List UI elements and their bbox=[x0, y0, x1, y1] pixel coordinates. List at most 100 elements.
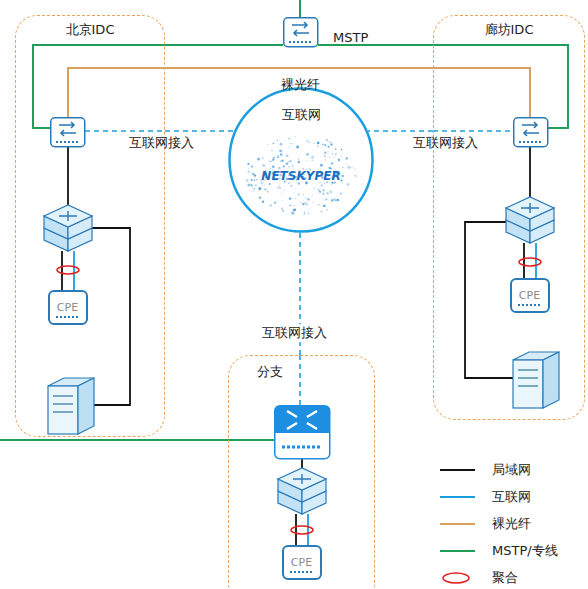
internet-link bbox=[368, 130, 433, 132]
globe-dot bbox=[286, 154, 289, 157]
globe-dot bbox=[285, 164, 287, 166]
globe-dot bbox=[253, 191, 254, 192]
globe-dot bbox=[272, 166, 275, 169]
lan-wires bbox=[67, 147, 69, 205]
globe-dot bbox=[259, 196, 261, 198]
globe-dot bbox=[273, 157, 275, 159]
globe-dot bbox=[340, 192, 342, 194]
globe-dot bbox=[338, 159, 341, 162]
globe-dot bbox=[255, 185, 257, 187]
globe-dot bbox=[252, 173, 254, 175]
globe-dot bbox=[292, 165, 294, 167]
legend-line bbox=[440, 496, 475, 498]
legend-label: 互联网 bbox=[492, 485, 531, 509]
globe-dot bbox=[288, 138, 290, 140]
lan-wires bbox=[295, 514, 297, 545]
globe-dot bbox=[321, 184, 324, 187]
globe-dot bbox=[332, 153, 333, 154]
internet-cloud: 互联网NETSKYPER bbox=[228, 87, 374, 233]
legend-label: 局域网 bbox=[492, 458, 531, 482]
globe-dot bbox=[295, 198, 297, 200]
globe-dot bbox=[294, 213, 296, 215]
globe-dot bbox=[306, 198, 307, 199]
globe-dot bbox=[341, 154, 343, 156]
globe-dot bbox=[333, 155, 335, 157]
mstp-wires bbox=[0, 0, 568, 440]
server-symbol bbox=[513, 352, 559, 408]
globe-dot bbox=[249, 184, 251, 186]
globe-dot bbox=[263, 184, 265, 186]
internet-wires bbox=[85, 131, 513, 405]
globe-dot bbox=[307, 198, 309, 200]
legend: 局域网互联网裸光纤 MSTP/专线聚合 bbox=[438, 458, 586, 589]
globe-dot bbox=[298, 161, 301, 164]
globe-dot bbox=[342, 167, 344, 169]
globe-dot bbox=[277, 140, 278, 141]
device-label: CPE bbox=[512, 289, 548, 302]
globe-dot bbox=[351, 167, 352, 168]
globe-dot bbox=[251, 165, 254, 168]
globe-dot bbox=[277, 186, 279, 188]
switch-symbol bbox=[51, 118, 85, 147]
cpe-ports bbox=[56, 305, 542, 572]
aggregation-wires bbox=[73, 251, 75, 290]
legend-row: 裸光纤 bbox=[438, 512, 586, 536]
globe-dot bbox=[304, 212, 306, 214]
globe-dot bbox=[280, 143, 283, 146]
globe-dot bbox=[346, 164, 347, 165]
globe-dot bbox=[291, 212, 293, 214]
mstp-wires bbox=[0, 439, 274, 441]
link-type-label: MSTP bbox=[333, 30, 368, 46]
globe-dot bbox=[295, 136, 297, 138]
legend-row: 局域网 bbox=[438, 458, 586, 482]
globe-dot bbox=[308, 213, 310, 215]
aggregation-wires bbox=[535, 243, 537, 278]
legend-label: 聚合 bbox=[492, 566, 518, 589]
l3-switch-symbol bbox=[44, 205, 92, 251]
globe-dot bbox=[289, 142, 291, 144]
legend-swatch bbox=[438, 512, 482, 536]
lan-wires bbox=[61, 251, 63, 290]
globe-dot bbox=[293, 191, 295, 193]
internet-link bbox=[165, 130, 234, 132]
globe-dot bbox=[278, 167, 281, 170]
globe-dot bbox=[259, 176, 260, 177]
lan-wires bbox=[523, 243, 525, 278]
globe-dot bbox=[325, 198, 327, 200]
globe-dot bbox=[347, 183, 350, 186]
globe-dot bbox=[281, 208, 283, 210]
globe-dot bbox=[304, 202, 307, 205]
globe-dot bbox=[324, 200, 325, 201]
globe-dot bbox=[329, 141, 331, 143]
globe-dot bbox=[267, 144, 269, 146]
legend-row: 互联网 bbox=[438, 485, 586, 509]
globe-dot bbox=[269, 204, 271, 206]
globe-dot bbox=[263, 164, 265, 166]
globe-dot bbox=[311, 150, 313, 152]
globe-dot bbox=[304, 213, 305, 214]
globe-dot bbox=[296, 146, 299, 149]
legend-ellipse bbox=[443, 573, 469, 583]
globe-dot bbox=[264, 188, 266, 190]
globe-dot bbox=[282, 210, 284, 212]
globe-dot bbox=[279, 185, 281, 187]
globe-dot bbox=[303, 194, 305, 196]
globe-dot bbox=[331, 199, 333, 201]
globe-dot bbox=[293, 213, 295, 215]
globe-dot bbox=[277, 155, 280, 158]
globe-dot bbox=[300, 202, 301, 203]
legend-swatch bbox=[438, 566, 482, 589]
globe-dot bbox=[246, 179, 249, 182]
globe-dot bbox=[258, 187, 261, 190]
device-label: CPE bbox=[284, 556, 320, 569]
legend-row: MSTP/专线 bbox=[438, 539, 586, 563]
globe-dot bbox=[346, 192, 348, 194]
globe-dot bbox=[346, 157, 348, 159]
globe-dot bbox=[335, 148, 337, 150]
globe-dot bbox=[311, 159, 313, 161]
globe-dot bbox=[297, 193, 299, 195]
globe-dot bbox=[285, 213, 287, 215]
globe-dot bbox=[269, 183, 271, 185]
globe-dot bbox=[247, 167, 249, 169]
legend-row: 聚合 bbox=[438, 566, 586, 589]
